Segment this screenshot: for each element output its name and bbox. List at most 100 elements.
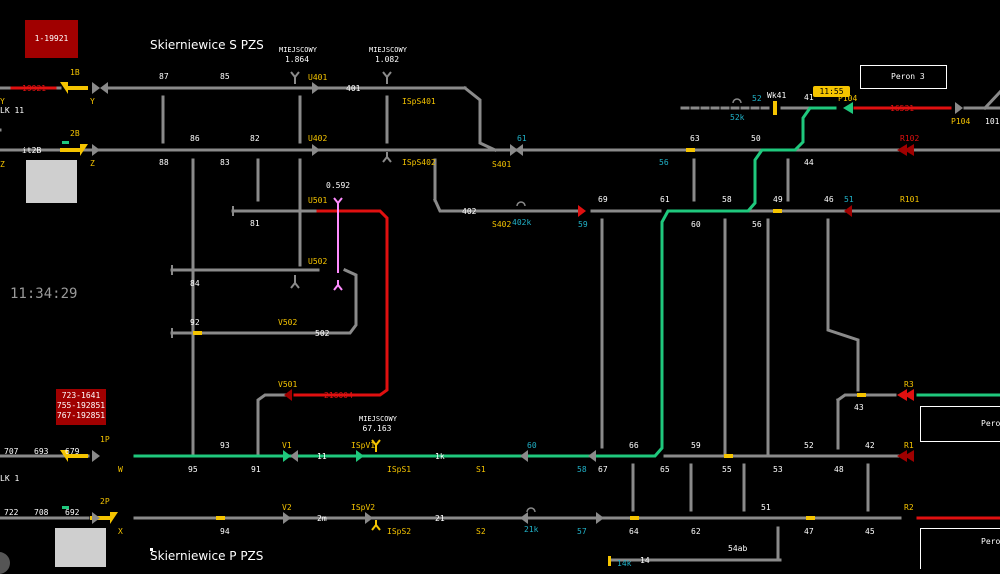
gray-block-lower xyxy=(55,528,106,567)
label-91: 91 xyxy=(251,465,261,474)
label-693: 693 xyxy=(34,447,49,456)
gray-block-upper xyxy=(26,160,77,203)
label-14: 14 xyxy=(640,556,650,565)
green-route xyxy=(133,106,1000,458)
value-0592: 0.592 xyxy=(326,181,351,190)
label-502: 502 xyxy=(315,329,330,338)
label-82: 82 xyxy=(250,134,260,143)
label-61c: 61 xyxy=(517,134,527,143)
miejscowy-1: MIEJSCOWY 1.864 xyxy=(279,46,317,64)
label-21k: 21k xyxy=(524,525,539,534)
label-v1[interactable]: V1 xyxy=(282,441,292,450)
label-u502[interactable]: U502 xyxy=(308,257,328,266)
peron3-label: Peron 3 xyxy=(891,72,925,81)
label-50: 50 xyxy=(751,134,761,143)
label-ispv2[interactable]: ISpV2 xyxy=(351,503,376,512)
label-86: 86 xyxy=(190,134,200,143)
label-47: 47 xyxy=(804,527,814,536)
label-1p: 1P xyxy=(100,435,110,444)
label-41: 41 xyxy=(804,93,814,102)
label-64: 64 xyxy=(629,527,639,536)
signal-z[interactable]: Z xyxy=(90,159,95,168)
label-87: 87 xyxy=(159,72,169,81)
label-u401[interactable]: U401 xyxy=(308,73,328,82)
label-v501[interactable]: V501 xyxy=(278,380,298,389)
label-s1[interactable]: S1 xyxy=(476,465,486,474)
label-p104[interactable]: P104 xyxy=(951,117,971,126)
label-707: 707 xyxy=(4,447,19,456)
train-box-line-2: 755-192851 xyxy=(56,401,106,410)
label-57c: 57 xyxy=(577,527,587,536)
loading-indicator xyxy=(0,552,10,574)
label-r101[interactable]: R101 xyxy=(900,195,920,204)
label-s2[interactable]: S2 xyxy=(476,527,486,536)
label-z-left: Z xyxy=(0,160,5,169)
signal-x[interactable]: X xyxy=(118,527,123,536)
label-722: 722 xyxy=(4,508,19,517)
label-u402[interactable]: U402 xyxy=(308,134,328,143)
label-679: 679 xyxy=(65,447,80,456)
label-2b: 2B xyxy=(70,129,80,138)
fork-symbols-yellow xyxy=(371,439,381,531)
label-p104-top[interactable]: P104 xyxy=(838,94,858,103)
station-title-south: Skierniewice P PZS xyxy=(150,549,264,563)
label-v2[interactable]: V2 xyxy=(282,503,292,512)
label-r3[interactable]: R3 xyxy=(904,380,914,389)
time-chip[interactable]: 11:55 xyxy=(813,86,850,97)
miejscowy-3: MIEJSCOWY 67.163 xyxy=(359,415,397,433)
label-88: 88 xyxy=(159,158,169,167)
label-94: 94 xyxy=(220,527,230,536)
label-1b: 1B xyxy=(70,68,80,77)
label-54ab: 54ab xyxy=(728,544,748,553)
label-81: 81 xyxy=(250,219,260,228)
signal-w[interactable]: W xyxy=(118,465,123,474)
label-44: 44 xyxy=(804,158,814,167)
label-r1[interactable]: R1 xyxy=(904,441,914,450)
label-21: 21 xyxy=(435,514,445,523)
label-93: 93 xyxy=(220,441,230,450)
signal-heads xyxy=(283,102,914,462)
miejscowy-2-value: 1.082 xyxy=(374,55,400,64)
label-v502[interactable]: V502 xyxy=(278,318,298,327)
label-401: 401 xyxy=(346,84,361,93)
label-lk1: LK 1 xyxy=(0,474,20,483)
label-isps2[interactable]: ISpS2 xyxy=(387,527,412,536)
label-48: 48 xyxy=(834,465,844,474)
label-59c: 59 xyxy=(578,220,588,229)
station-title-north: Skierniewice S PZS xyxy=(150,38,264,52)
label-s401[interactable]: S401 xyxy=(492,160,512,169)
label-60c: 60 xyxy=(527,441,537,450)
train-box-left[interactable]: 723-1641 755-192851 767-192851 xyxy=(56,389,106,425)
triangle-markers xyxy=(92,82,963,524)
label-45: 45 xyxy=(865,527,875,536)
label-isps402[interactable]: ISpS402 xyxy=(402,158,436,167)
label-wk41: Wk41 xyxy=(767,91,787,100)
label-r102[interactable]: R102 xyxy=(900,134,920,143)
label-692: 692 xyxy=(65,508,80,517)
label-2p: 2P xyxy=(100,497,110,506)
label-92: 92 xyxy=(190,318,200,327)
label-isps401[interactable]: ISpS401 xyxy=(402,97,436,106)
label-62: 62 xyxy=(691,527,701,536)
label-66: 66 xyxy=(629,441,639,450)
label-58: 58 xyxy=(722,195,732,204)
label-r2[interactable]: R2 xyxy=(904,503,914,512)
label-ispv1[interactable]: ISpV1 xyxy=(351,441,376,450)
label-isps1[interactable]: ISpS1 xyxy=(387,465,412,474)
label-56c: 56 xyxy=(659,158,669,167)
label-42: 42 xyxy=(865,441,875,450)
miejscowy-1-value: 1.864 xyxy=(284,55,310,64)
label-43: 43 xyxy=(854,403,864,412)
label-49: 49 xyxy=(773,195,783,204)
signal-y[interactable]: Y xyxy=(90,97,95,106)
label-52: 52 xyxy=(804,441,814,450)
label-708: 708 xyxy=(34,508,49,517)
label-u501[interactable]: U501 xyxy=(308,196,328,205)
label-51: 51 xyxy=(761,503,771,512)
label-it2b: it2B xyxy=(22,146,42,155)
label-69: 69 xyxy=(598,195,608,204)
gray-tracks xyxy=(0,85,1000,562)
label-s402[interactable]: S402 xyxy=(492,220,512,229)
train-box-top[interactable]: 1-19921 xyxy=(25,20,78,58)
label-60: 60 xyxy=(691,220,701,229)
